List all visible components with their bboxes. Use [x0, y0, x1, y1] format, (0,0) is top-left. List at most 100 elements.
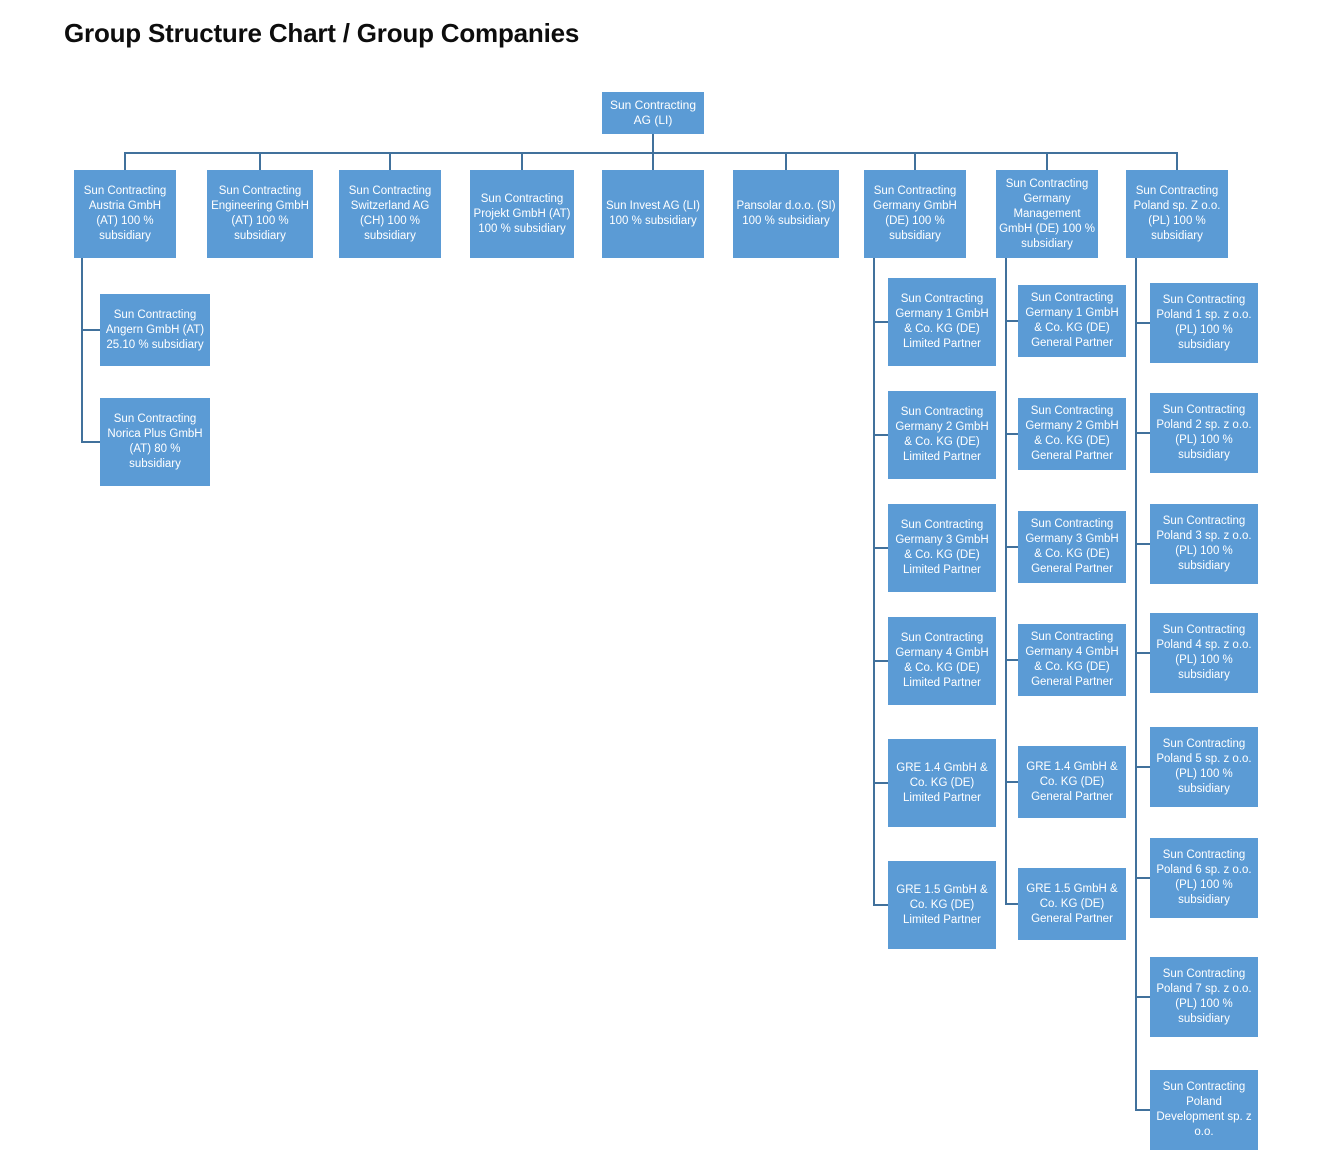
- node-pl6-label: Sun Contracting Poland 6 sp. z o.o. (PL)…: [1156, 849, 1252, 906]
- node-pl4-label: Sun Contracting Poland 4 sp. z o.o. (PL)…: [1156, 624, 1252, 681]
- node-de2-label: Sun Contracting Germany 2 GmbH & Co. KG …: [895, 406, 989, 463]
- node-pl5[interactable]: Sun Contracting Poland 5 sp. z o.o. (PL)…: [1150, 727, 1258, 807]
- node-root[interactable]: Sun Contracting AG (LI): [602, 92, 704, 134]
- node-engineering[interactable]: Sun Contracting Engineering GmbH (AT) 10…: [207, 170, 313, 258]
- node-pl3-label: Sun Contracting Poland 3 sp. z o.o. (PL)…: [1156, 515, 1252, 572]
- poland-stub: [1136, 652, 1150, 654]
- node-pansolar[interactable]: Pansolar d.o.o. (SI) 100 % subsidiary: [733, 170, 839, 258]
- node-root-label: Sun Contracting AG (LI): [609, 98, 697, 127]
- node-de1[interactable]: Sun Contracting Germany 1 GmbH & Co. KG …: [888, 278, 996, 366]
- node-gp3[interactable]: Sun Contracting Germany 3 GmbH & Co. KG …: [1018, 511, 1126, 583]
- node-de1-label: Sun Contracting Germany 1 GmbH & Co. KG …: [895, 293, 989, 350]
- node-suninvest[interactable]: Sun Invest AG (LI) 100 % subsidiary: [602, 170, 704, 258]
- node-pl1-label: Sun Contracting Poland 1 sp. z o.o. (PL)…: [1156, 294, 1252, 351]
- poland-stub: [1136, 1109, 1150, 1111]
- level1-drop: [914, 152, 916, 170]
- germany-stub: [874, 904, 888, 906]
- level1-bus: [125, 152, 1177, 154]
- node-projekt[interactable]: Sun Contracting Projekt GmbH (AT) 100 % …: [470, 170, 574, 258]
- germany-stub: [874, 547, 888, 549]
- node-pl6[interactable]: Sun Contracting Poland 6 sp. z o.o. (PL)…: [1150, 838, 1258, 918]
- node-gpgre14[interactable]: GRE 1.4 GmbH & Co. KG (DE) General Partn…: [1018, 746, 1126, 818]
- node-gre14-label: GRE 1.4 GmbH & Co. KG (DE) Limited Partn…: [896, 761, 988, 804]
- node-poland-label: Sun Contracting Poland sp. Z o.o. (PL) 1…: [1133, 185, 1221, 242]
- node-pl1[interactable]: Sun Contracting Poland 1 sp. z o.o. (PL)…: [1150, 283, 1258, 363]
- node-engineering-label: Sun Contracting Engineering GmbH (AT) 10…: [211, 185, 309, 242]
- poland-stub: [1136, 543, 1150, 545]
- level1-drop: [521, 152, 523, 170]
- poland-stub: [1136, 877, 1150, 879]
- node-gp4-label: Sun Contracting Germany 4 GmbH & Co. KG …: [1025, 631, 1119, 688]
- node-angern-label: Sun Contracting Angern GmbH (AT) 25.10 %…: [105, 308, 205, 351]
- austria-spine: [81, 258, 83, 443]
- poland-stub: [1136, 996, 1150, 998]
- node-gre14[interactable]: GRE 1.4 GmbH & Co. KG (DE) Limited Partn…: [888, 739, 996, 827]
- austria-stub: [82, 329, 100, 331]
- node-gp4[interactable]: Sun Contracting Germany 4 GmbH & Co. KG …: [1018, 624, 1126, 696]
- level1-drop: [389, 152, 391, 170]
- node-gp2[interactable]: Sun Contracting Germany 2 GmbH & Co. KG …: [1018, 398, 1126, 470]
- level1-drop: [1176, 152, 1178, 170]
- germany-stub: [874, 321, 888, 323]
- node-norica-label: Sun Contracting Norica Plus GmbH (AT) 80…: [107, 413, 203, 470]
- node-pansolar-label: Pansolar d.o.o. (SI) 100 % subsidiary: [736, 200, 836, 227]
- node-switzerland[interactable]: Sun Contracting Switzerland AG (CH) 100 …: [339, 170, 441, 258]
- node-de2[interactable]: Sun Contracting Germany 2 GmbH & Co. KG …: [888, 391, 996, 479]
- germany-mgmt-stub: [1006, 659, 1018, 661]
- level1-drop: [652, 152, 654, 170]
- node-austria[interactable]: Sun Contracting Austria GmbH (AT) 100 % …: [74, 170, 176, 258]
- germany-stub: [874, 660, 888, 662]
- node-gpgre15-label: GRE 1.5 GmbH & Co. KG (DE) General Partn…: [1026, 882, 1118, 925]
- poland-stub: [1136, 766, 1150, 768]
- germany-spine: [873, 258, 875, 906]
- node-pl2-label: Sun Contracting Poland 2 sp. z o.o. (PL)…: [1156, 404, 1252, 461]
- node-gre15[interactable]: GRE 1.5 GmbH & Co. KG (DE) Limited Partn…: [888, 861, 996, 949]
- level1-drop: [259, 152, 261, 170]
- node-angern[interactable]: Sun Contracting Angern GmbH (AT) 25.10 %…: [100, 294, 210, 366]
- node-gp3-label: Sun Contracting Germany 3 GmbH & Co. KG …: [1025, 518, 1119, 575]
- node-germany_mgmt-label: Sun Contracting Germany Management GmbH …: [999, 177, 1095, 250]
- node-norica[interactable]: Sun Contracting Norica Plus GmbH (AT) 80…: [100, 398, 210, 486]
- poland-stub: [1136, 322, 1150, 324]
- node-gre15-label: GRE 1.5 GmbH & Co. KG (DE) Limited Partn…: [896, 883, 988, 926]
- node-gp1[interactable]: Sun Contracting Germany 1 GmbH & Co. KG …: [1018, 285, 1126, 357]
- node-pldev[interactable]: Sun Contracting Poland Development sp. z…: [1150, 1070, 1258, 1150]
- germany-mgmt-spine: [1005, 258, 1007, 905]
- level1-drop: [785, 152, 787, 170]
- level1-drop: [1046, 152, 1048, 170]
- node-pl7-label: Sun Contracting Poland 7 sp. z o.o. (PL)…: [1156, 968, 1252, 1025]
- node-gpgre15[interactable]: GRE 1.5 GmbH & Co. KG (DE) General Partn…: [1018, 868, 1126, 940]
- node-gpgre14-label: GRE 1.4 GmbH & Co. KG (DE) General Partn…: [1026, 760, 1118, 803]
- node-de3-label: Sun Contracting Germany 3 GmbH & Co. KG …: [895, 519, 989, 576]
- node-poland[interactable]: Sun Contracting Poland sp. Z o.o. (PL) 1…: [1126, 170, 1228, 258]
- germany-mgmt-stub: [1006, 433, 1018, 435]
- germany-stub: [874, 434, 888, 436]
- node-pl4[interactable]: Sun Contracting Poland 4 sp. z o.o. (PL)…: [1150, 613, 1258, 693]
- node-pl2[interactable]: Sun Contracting Poland 2 sp. z o.o. (PL)…: [1150, 393, 1258, 473]
- node-de3[interactable]: Sun Contracting Germany 3 GmbH & Co. KG …: [888, 504, 996, 592]
- node-gp1-label: Sun Contracting Germany 1 GmbH & Co. KG …: [1025, 292, 1119, 349]
- austria-stub: [82, 441, 100, 443]
- germany-mgmt-stub: [1006, 781, 1018, 783]
- root-stem: [652, 134, 654, 152]
- germany-mgmt-stub: [1006, 903, 1018, 905]
- node-projekt-label: Sun Contracting Projekt GmbH (AT) 100 % …: [473, 192, 571, 235]
- node-de4-label: Sun Contracting Germany 4 GmbH & Co. KG …: [895, 632, 989, 689]
- level1-drop: [124, 152, 126, 170]
- germany-mgmt-stub: [1006, 320, 1018, 322]
- node-pl3[interactable]: Sun Contracting Poland 3 sp. z o.o. (PL)…: [1150, 504, 1258, 584]
- node-suninvest-label: Sun Invest AG (LI) 100 % subsidiary: [606, 200, 700, 227]
- node-de4[interactable]: Sun Contracting Germany 4 GmbH & Co. KG …: [888, 617, 996, 705]
- node-switzerland-label: Sun Contracting Switzerland AG (CH) 100 …: [348, 185, 432, 242]
- node-gp2-label: Sun Contracting Germany 2 GmbH & Co. KG …: [1025, 405, 1119, 462]
- poland-stub: [1136, 432, 1150, 434]
- node-germany_mgmt[interactable]: Sun Contracting Germany Management GmbH …: [996, 170, 1098, 258]
- node-pl5-label: Sun Contracting Poland 5 sp. z o.o. (PL)…: [1156, 738, 1252, 795]
- germany-mgmt-stub: [1006, 546, 1018, 548]
- germany-stub: [874, 782, 888, 784]
- poland-spine: [1135, 258, 1137, 1111]
- node-pldev-label: Sun Contracting Poland Development sp. z…: [1156, 1081, 1252, 1138]
- node-pl7[interactable]: Sun Contracting Poland 7 sp. z o.o. (PL)…: [1150, 957, 1258, 1037]
- node-germany[interactable]: Sun Contracting Germany GmbH (DE) 100 % …: [864, 170, 966, 258]
